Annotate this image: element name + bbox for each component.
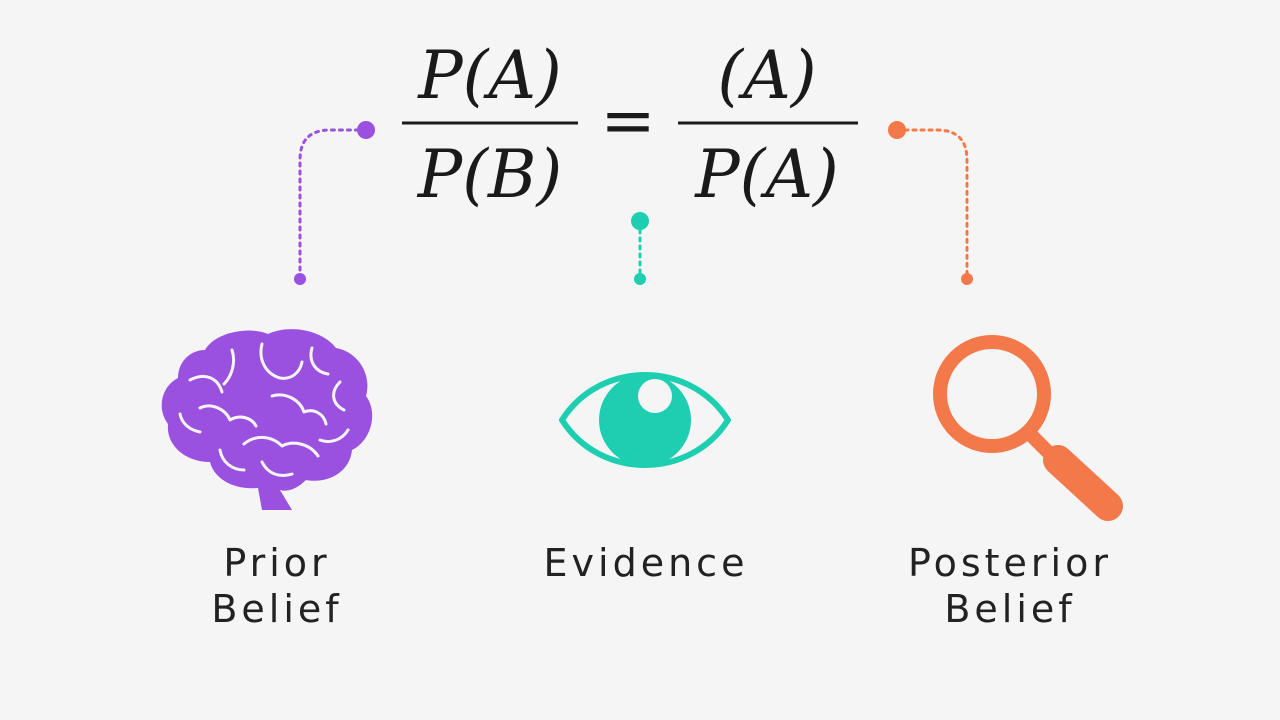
brain-icon	[161, 329, 373, 510]
equals-sign: =	[600, 82, 655, 159]
prior-connector	[294, 121, 375, 285]
prior-label-line2: Belief	[211, 587, 343, 631]
posterior-label-line2: Belief	[944, 587, 1076, 631]
prior-label-line1: Prior	[223, 541, 331, 585]
prior-belief-label: Prior Belief	[97, 540, 457, 632]
right-numerator: (A)	[717, 37, 816, 114]
prior-connector-start-dot	[294, 273, 306, 285]
evidence-label-text: Evidence	[543, 541, 749, 585]
posterior-connector-start-dot	[961, 273, 973, 285]
bayes-formula: P(A) P(B) = (A) P(A)	[402, 37, 858, 213]
posterior-connector-end-dot	[888, 121, 906, 139]
left-numerator: P(A)	[417, 37, 562, 114]
posterior-label-line1: Posterior	[908, 541, 1112, 585]
prior-connector-end-dot	[357, 121, 375, 139]
eye-highlight	[638, 379, 672, 413]
evidence-connector-bottom-dot	[634, 273, 646, 285]
magnifying-glass-icon	[933, 335, 1123, 521]
posterior-connector	[888, 121, 973, 285]
evidence-connector	[631, 212, 649, 285]
evidence-label: Evidence	[466, 540, 826, 586]
posterior-belief-label: Posterior Belief	[830, 540, 1190, 632]
left-denominator: P(B)	[417, 136, 562, 213]
eye-icon	[559, 372, 731, 468]
right-denominator: P(A)	[694, 136, 839, 213]
evidence-connector-top-dot	[631, 212, 649, 230]
